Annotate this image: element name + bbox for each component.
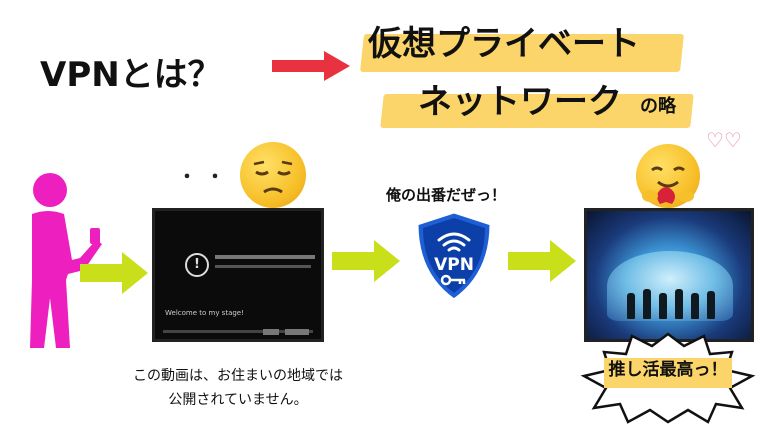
shield-text: VPN [434,255,474,275]
burst-text: 推し活最高っ！ [608,360,728,380]
ellipsis-dots: ・・・ [178,167,262,188]
green-arrow-icon [508,240,576,282]
term-line-2: ネットワーク [418,82,622,122]
term-line-1: 仮想プライベート [368,24,640,64]
speech-burst [580,332,756,424]
player-controls[interactable] [163,329,313,335]
term-suffix: の略 [640,96,676,117]
player-caption: Welcome to my stage! [165,309,244,317]
red-arrow-icon [272,51,350,81]
question-title: VPNとは？ [40,55,222,95]
blocked-caption: この動画は、お住まいの地域では 公開されていません。 [128,364,348,412]
performer [627,293,635,319]
error-icon: ! [185,253,209,277]
error-message [215,255,315,259]
person-icon [30,173,102,348]
caption-line-2: 公開されていません。 [168,392,308,408]
performer [659,293,667,319]
vpn-label: 俺の出番だぜっ！ [386,186,507,204]
performer [643,289,651,319]
shield-icon: VPN [415,210,493,302]
green-arrow-icon [80,252,148,294]
hugging-face-icon [636,144,700,208]
wifi-icon [437,232,471,252]
concert-video-player[interactable] [584,208,754,342]
performer [707,291,715,319]
blocked-video-player[interactable]: ! Welcome to my stage! [152,208,324,342]
key-icon [440,274,466,286]
hearts-icon: ♡♡ [706,128,742,152]
sad-face-icon [240,142,306,208]
caption-line-1: この動画は、お住まいの地域では [133,368,343,384]
performer [675,289,683,319]
error-submessage [215,265,311,268]
performer [691,293,699,319]
green-arrow-icon [332,240,400,282]
